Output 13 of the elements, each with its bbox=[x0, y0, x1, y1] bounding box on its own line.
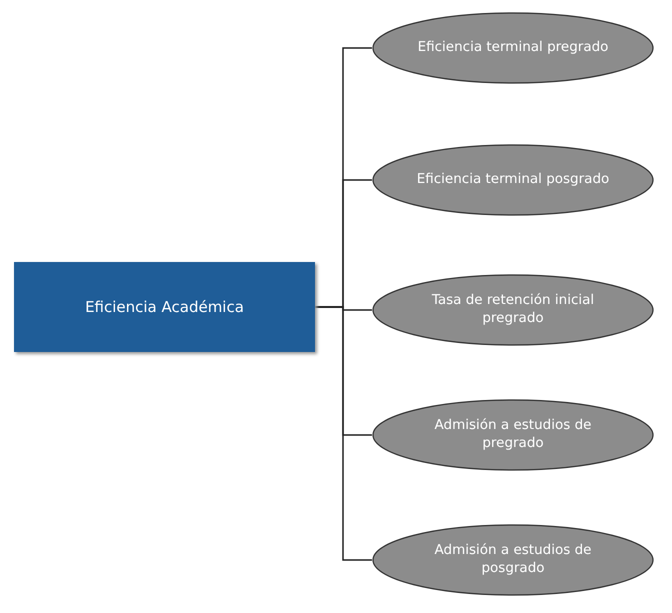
node-label: Eficiencia terminal pregrado bbox=[416, 39, 610, 57]
indicator-ellipse bbox=[372, 524, 654, 596]
node-label: Eficiencia terminal posgrado bbox=[416, 171, 610, 189]
node-label: Eficiencia Académica bbox=[85, 298, 244, 316]
node-label: Admisión a estudios de posgrado bbox=[434, 542, 592, 578]
node-label: Admisión a estudios de pregrado bbox=[434, 417, 592, 453]
indicator-ellipse bbox=[372, 144, 654, 216]
connector-line bbox=[315, 306, 372, 561]
node-label: Tasa de retención inicial pregrado bbox=[430, 292, 596, 328]
indicator-ellipse bbox=[372, 399, 654, 471]
indicator-ellipse bbox=[372, 12, 654, 84]
indicator-ellipse bbox=[372, 274, 654, 346]
topic-box bbox=[14, 262, 315, 352]
